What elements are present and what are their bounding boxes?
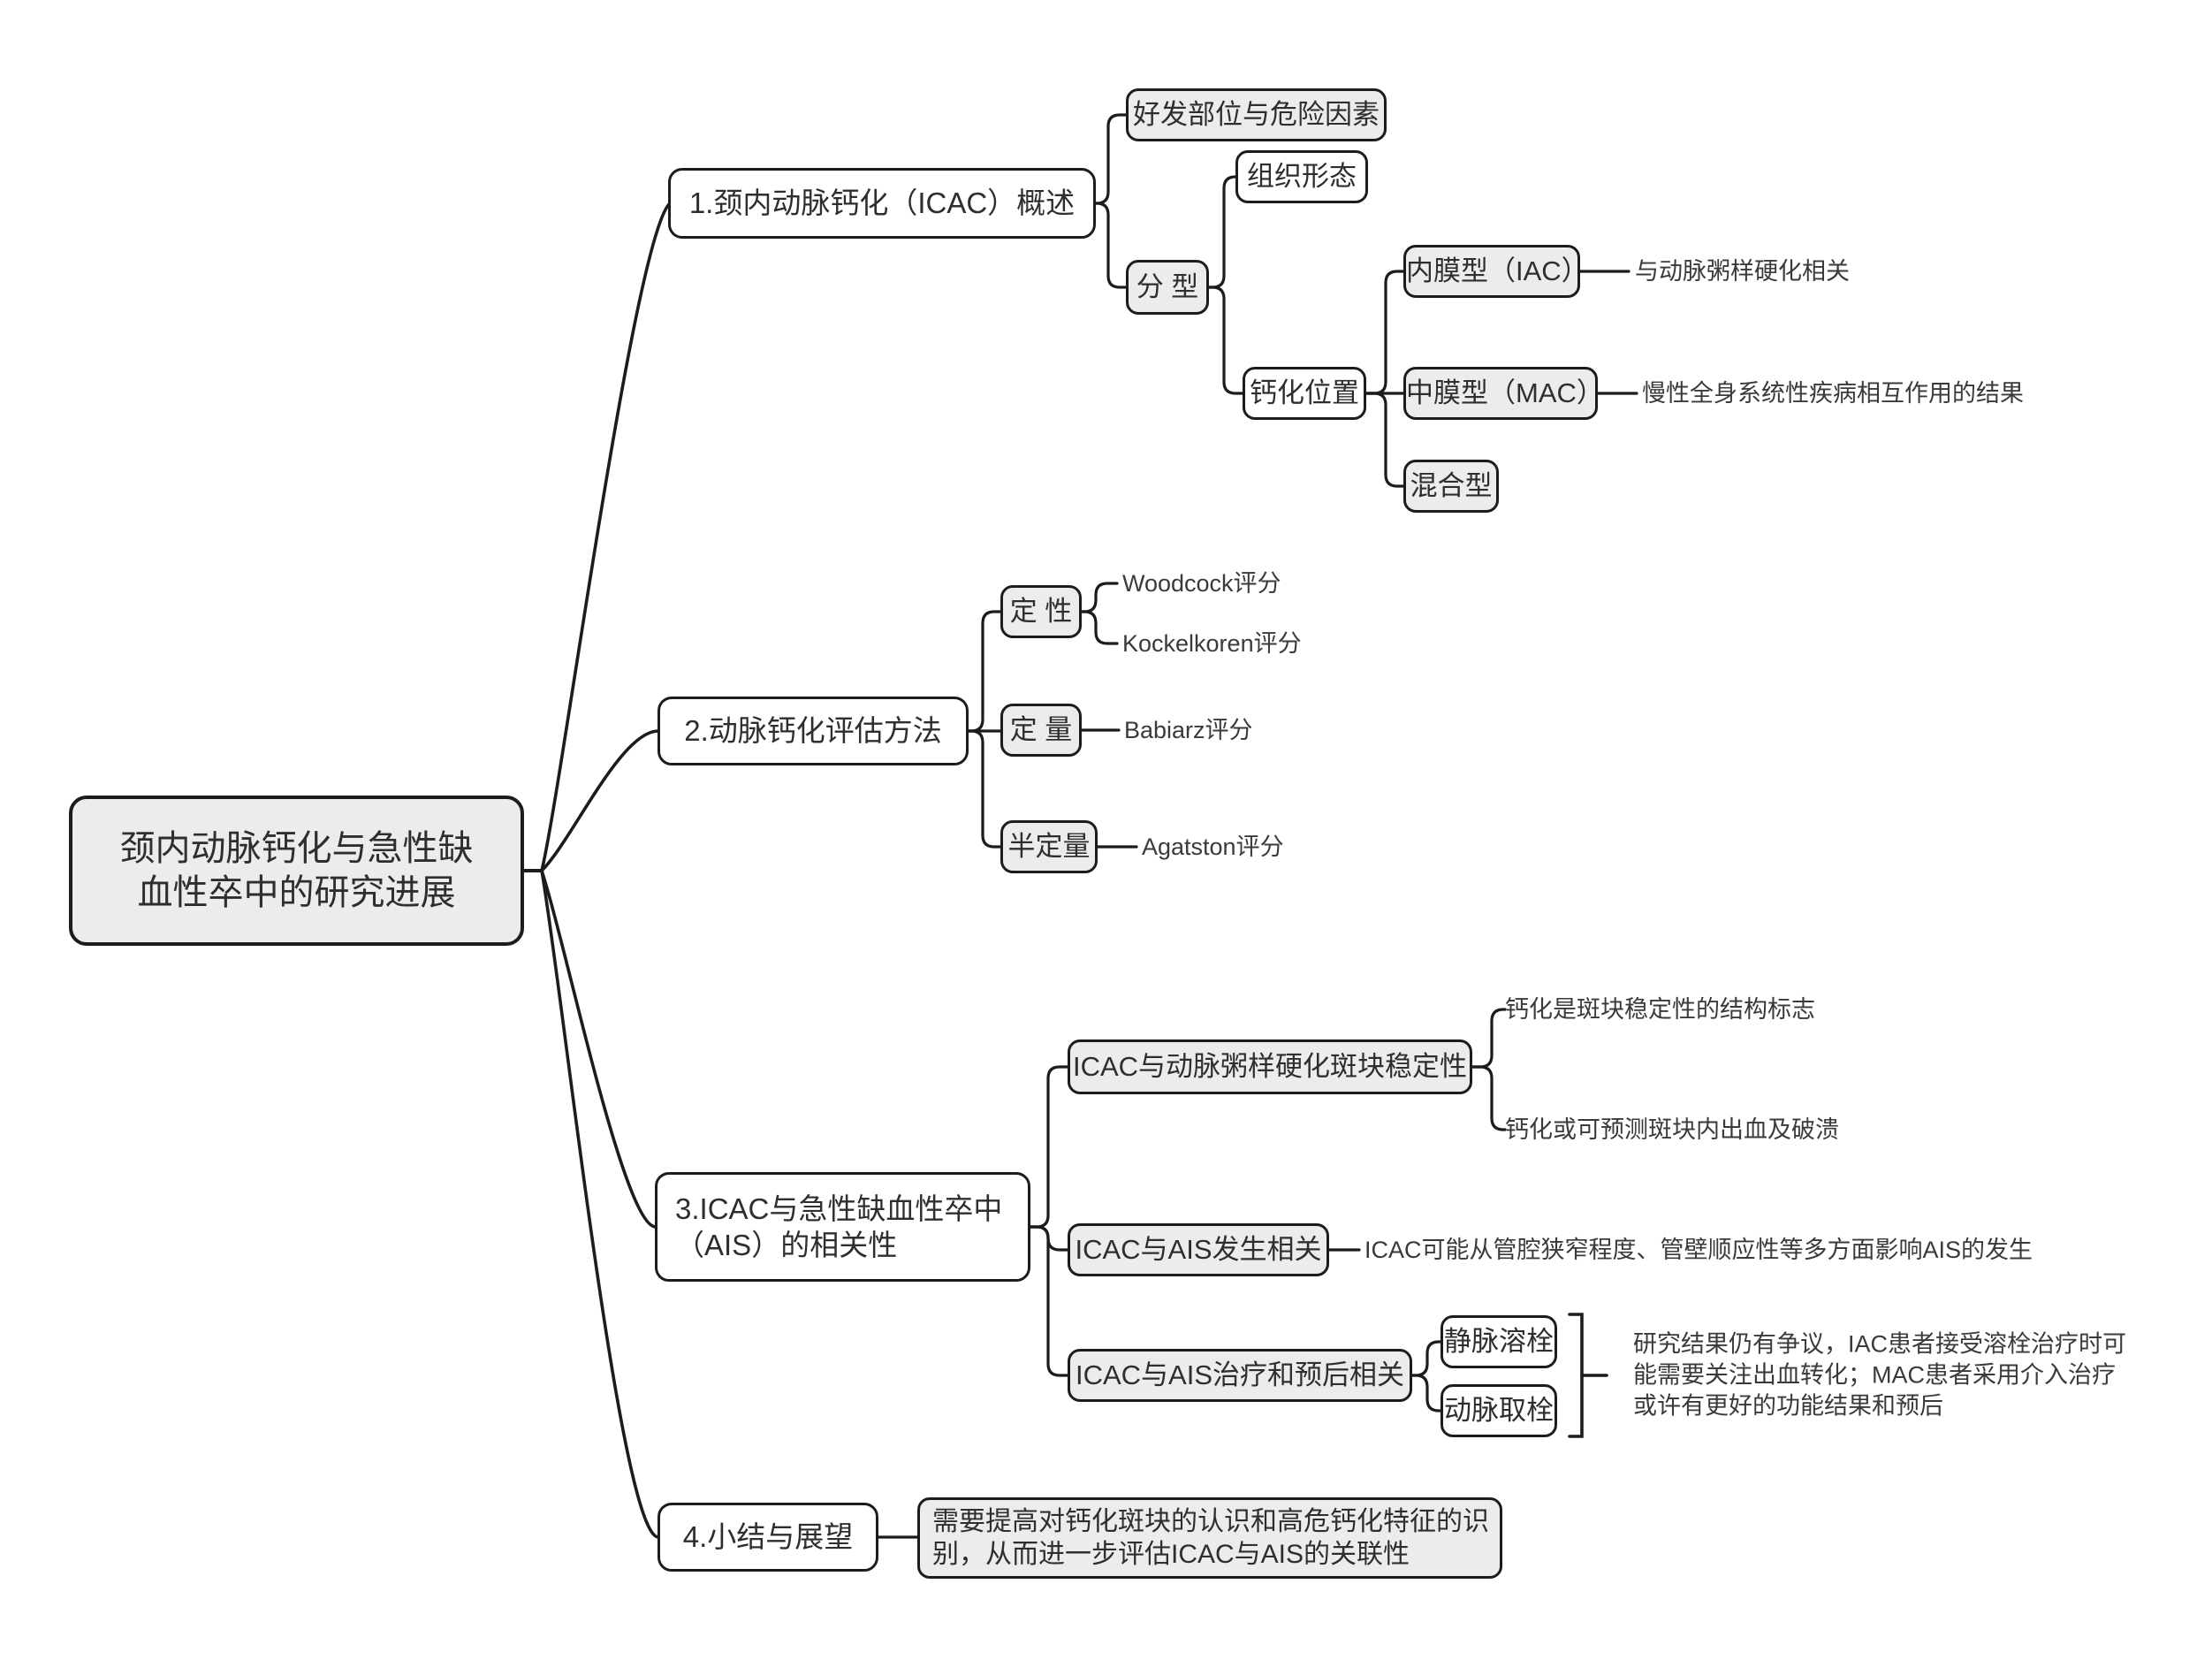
- connector-line: [1364, 270, 1405, 395]
- connector-line: [1029, 1065, 1069, 1229]
- node-branch-4-summary-outlook[interactable]: 4.小结与展望: [658, 1503, 878, 1572]
- node-arterial-thrombectomy[interactable]: 动脉取栓: [1440, 1384, 1557, 1437]
- connector-line: [540, 729, 660, 872]
- connector-line: [1080, 610, 1119, 645]
- node-branch-3-icac-ais-correlation[interactable]: 3.ICAC与急性缺血性卒中 （AIS）的相关性: [655, 1172, 1030, 1282]
- connector-line: [1364, 392, 1405, 488]
- node-mixed-type[interactable]: 混合型: [1403, 460, 1499, 513]
- text-node-woodcock-score[interactable]: Woodcock评分: [1122, 570, 1281, 597]
- node-iv-thrombolysis[interactable]: 静脉溶栓: [1440, 1315, 1557, 1368]
- connector-line: [1410, 1374, 1442, 1413]
- connector-line: [1471, 1065, 1507, 1131]
- connector-line: [1410, 1340, 1442, 1377]
- text-node-note-ais-occurrence-mechanism[interactable]: ICAC可能从管腔狭窄程度、管壁顺应性等多方面影响AIS的发生: [1364, 1237, 2033, 1263]
- node-semi-quantitative[interactable]: 半定量: [1000, 820, 1098, 873]
- text-node-kockelkoren-score[interactable]: Kockelkoren评分: [1122, 630, 1302, 657]
- connector-line: [1207, 286, 1244, 395]
- text-node-note-mac-systemic-disease[interactable]: 慢性全身系统性疾病相互作用的结果: [1642, 380, 2024, 407]
- node-icac-ais-treatment-prognosis[interactable]: ICAC与AIS治疗和预后相关: [1068, 1349, 1412, 1402]
- text-node-note-iac-atherosclerosis[interactable]: 与动脉粥样硬化相关: [1635, 258, 1850, 285]
- text-node-note-stability-marker[interactable]: 钙化是斑块稳定性的结构标志: [1505, 996, 1815, 1023]
- text-node-note-predict-hemorrhage[interactable]: 钙化或可预测斑块内出血及破溃: [1505, 1116, 1839, 1143]
- node-classification[interactable]: 分 型: [1126, 260, 1209, 315]
- connector-line: [1080, 582, 1119, 613]
- connector-line: [967, 729, 1002, 849]
- node-icac-plaque-stability[interactable]: ICAC与动脉粥样硬化斑块稳定性: [1068, 1039, 1472, 1094]
- node-medial-type-mac[interactable]: 中膜型（MAC）: [1403, 367, 1604, 420]
- node-branch-1-icac-overview[interactable]: 1.颈内动脉钙化（ICAC）概述: [668, 168, 1096, 239]
- text-node-babiarz-score[interactable]: Babiarz评分: [1124, 717, 1253, 743]
- connector-line: [967, 610, 1002, 733]
- connector-line: [1029, 1225, 1069, 1377]
- node-calcification-location[interactable]: 钙化位置: [1243, 367, 1366, 420]
- text-node-note-treatment-controversy[interactable]: 研究结果仍有争议，IAC患者接受溶栓治疗时可 能需要关注出血转化；MAC患者采用…: [1633, 1330, 2127, 1420]
- node-summary-note-box[interactable]: 需要提高对钙化斑块的认识和高危钙化特征的识 别，从而进一步评估ICAC与AIS的…: [917, 1497, 1502, 1579]
- node-branch-2-assessment-methods[interactable]: 2.动脉钙化评估方法: [658, 697, 969, 765]
- connector-line: [1568, 1313, 1584, 1438]
- connector-line: [540, 202, 671, 872]
- connector-line: [1094, 202, 1128, 289]
- node-root-topic[interactable]: 颈内动脉钙化与急性缺 血性卒中的研究进展: [69, 796, 524, 946]
- node-qualitative[interactable]: 定 性: [1000, 585, 1082, 638]
- text-node-agatston-score[interactable]: Agatston评分: [1142, 834, 1284, 860]
- node-tissue-morphology[interactable]: 组织形态: [1235, 150, 1368, 203]
- node-intimal-type-iac[interactable]: 内膜型（IAC）: [1403, 245, 1589, 298]
- connector-line: [1471, 1008, 1507, 1069]
- connector-line: [1094, 113, 1128, 205]
- connector-line: [1207, 175, 1237, 289]
- node-preferred-sites-risk-factors[interactable]: 好发部位与危险因素: [1126, 88, 1387, 141]
- node-icac-ais-occurrence[interactable]: ICAC与AIS发生相关: [1068, 1223, 1329, 1276]
- node-quantitative[interactable]: 定 量: [1000, 704, 1082, 757]
- connector-line: [540, 869, 658, 1229]
- connector-line: [540, 869, 660, 1539]
